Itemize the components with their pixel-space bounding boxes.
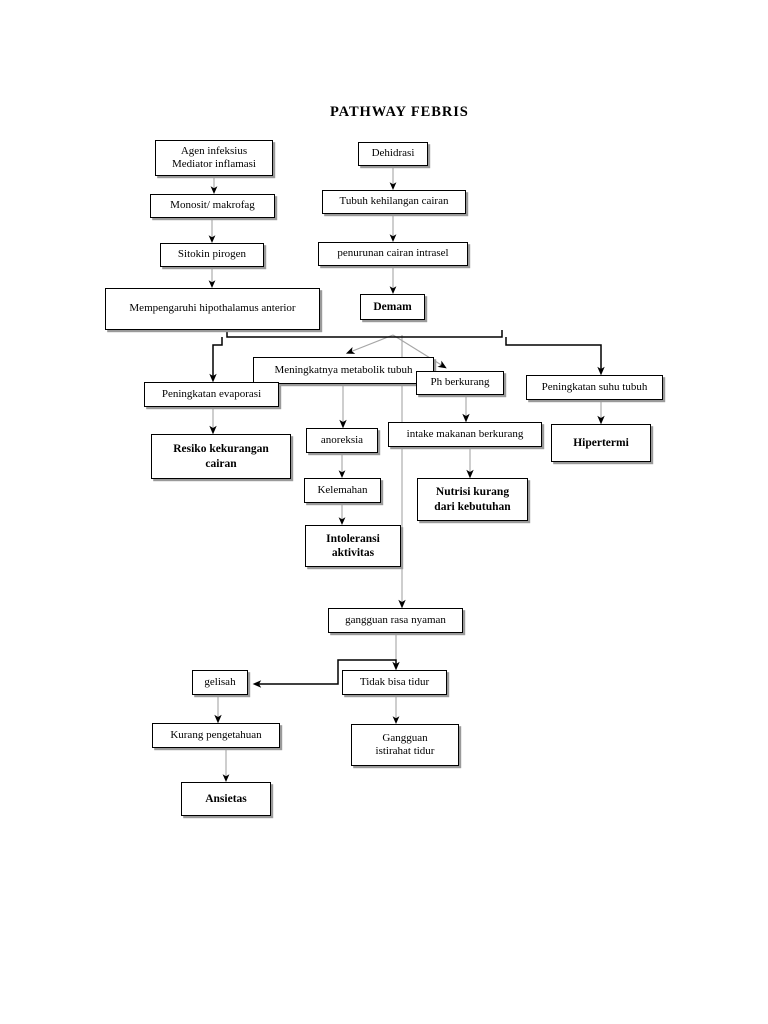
node-tidak_tidur: Tidak bisa tidur xyxy=(342,670,447,695)
node-label-kelemahan: Kelemahan xyxy=(317,483,368,496)
node-label-anoreksia: anoreksia xyxy=(320,433,364,446)
edge-demam-metabolik xyxy=(345,334,394,354)
node-demam: Demam xyxy=(360,294,425,320)
node-gelisah: gelisah xyxy=(192,670,248,695)
node-label-tidak_tidur: Tidak bisa tidur xyxy=(359,675,430,688)
node-intake: intake makanan berkurang xyxy=(388,422,542,447)
node-penurunan: penurunan cairan intrasel xyxy=(318,242,468,266)
node-label-penurunan: penurunan cairan intrasel xyxy=(337,247,449,260)
node-label-demam: Demam xyxy=(373,300,412,313)
node-nyaman: gangguan rasa nyaman xyxy=(328,608,463,633)
node-suhu: Peningkatan suhu tubuh xyxy=(526,375,663,400)
node-anoreksia: anoreksia xyxy=(306,428,378,453)
node-tubuh_hilang: Tubuh kehilangan cairan xyxy=(322,190,466,214)
node-dehidrasi: Dehidrasi xyxy=(358,142,428,166)
edge-demam-bus-upper xyxy=(226,330,503,338)
node-label-metabolik: Meningkatnya metabolik tubuh xyxy=(274,363,413,376)
node-label-sitokin: Sitokin pirogen xyxy=(177,248,247,261)
node-label-gelisah: gelisah xyxy=(204,675,236,688)
node-label-hipothalamus: Mempengaruhi hipothalamus anterior xyxy=(129,302,296,315)
node-label-hipertermi: Hipertermi xyxy=(573,436,629,449)
node-metabolik: Meningkatnya metabolik tubuh xyxy=(253,357,434,384)
node-label-dehidrasi: Dehidrasi xyxy=(371,147,415,160)
node-ansietas: Ansietas xyxy=(181,782,271,816)
node-kelemahan: Kelemahan xyxy=(304,478,381,503)
node-sitokin: Sitokin pirogen xyxy=(160,243,264,267)
node-label-intake: intake makanan berkurang xyxy=(406,427,524,440)
edge-demam-evaporasi xyxy=(209,337,223,383)
page-title: PATHWAY FEBRIS xyxy=(330,104,469,120)
node-label-nyaman: gangguan rasa nyaman xyxy=(345,613,446,626)
node-label-monosit: Monosit/ makrofag xyxy=(170,199,255,212)
node-hipertermi: Hipertermi xyxy=(551,424,651,462)
node-kurang_peng: Kurang pengetahuan xyxy=(152,723,280,748)
node-hipothalamus: Mempengaruhi hipothalamus anterior xyxy=(105,288,320,330)
node-monosit: Monosit/ makrofag xyxy=(150,194,275,218)
node-label-ph: Ph berkurang xyxy=(430,376,490,389)
node-evaporasi: Peningkatan evaporasi xyxy=(144,382,279,407)
node-label-tubuh_hilang: Tubuh kehilangan cairan xyxy=(339,195,449,208)
node-label-evaporasi: Peningkatan evaporasi xyxy=(161,387,262,400)
node-label-kurang_peng: Kurang pengetahuan xyxy=(170,728,262,741)
node-ph: Ph berkurang xyxy=(416,371,504,395)
edge-demam-suhu xyxy=(505,337,605,376)
node-label-suhu: Peningkatan suhu tubuh xyxy=(541,380,648,393)
node-label-ansietas: Ansietas xyxy=(205,792,247,805)
